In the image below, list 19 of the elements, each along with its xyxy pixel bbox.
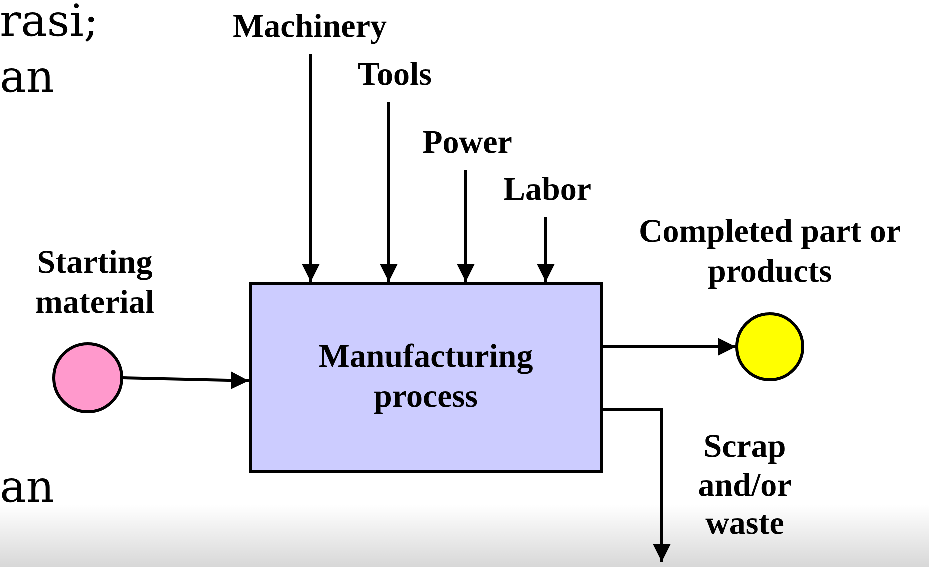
node-label: Power (422, 124, 514, 163)
arrow (603, 338, 736, 356)
process-label: Manufacturing process (318, 338, 534, 416)
arrow (457, 170, 475, 282)
arrow (537, 217, 555, 282)
arrow (380, 102, 398, 282)
node-label: Labor (502, 171, 592, 210)
edge-label: Scrap and/or waste (697, 428, 793, 544)
slide-text: rasi; (0, 0, 99, 47)
arrow (302, 54, 320, 282)
slide-text: an (0, 462, 55, 513)
node-label: Machinery (232, 8, 388, 47)
node-label: Tools (357, 56, 433, 95)
slide-text: an (0, 52, 55, 103)
arrow (603, 408, 671, 562)
process-box (249, 282, 603, 473)
node-label: Completed part or products (638, 213, 902, 292)
arrow (122, 372, 250, 390)
node-label: Starting material (34, 244, 156, 323)
